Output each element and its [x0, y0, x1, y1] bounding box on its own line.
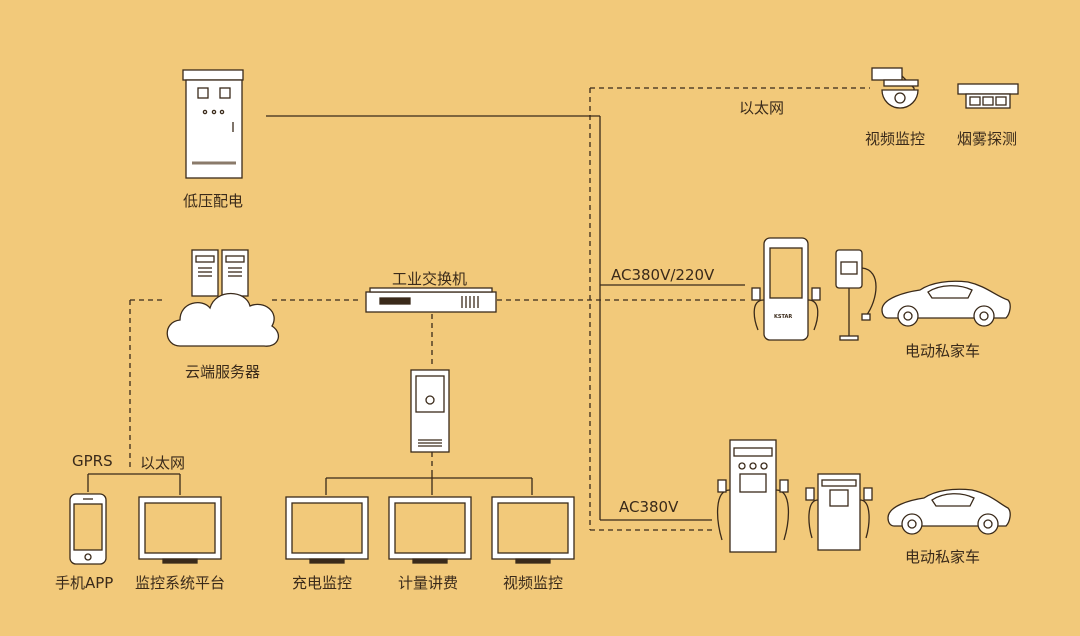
- charging-cabinet-icon: [716, 439, 790, 553]
- charger-brand-logo: KSTAR: [774, 314, 792, 320]
- label-monitor-platform: 监控系统平台: [135, 574, 226, 592]
- monitor-platform-icon: [138, 496, 222, 564]
- label-ac-380: AC380V: [619, 498, 679, 516]
- wallbox-charger-icon: [835, 249, 877, 341]
- label-low-voltage: 低压配电: [183, 192, 244, 210]
- connection-lines: [87, 87, 870, 531]
- label-smoke-detector: 烟雾探测: [957, 130, 1018, 148]
- ev-car-1-icon: [881, 280, 1011, 327]
- monitor-video-icon: [491, 496, 575, 564]
- low-voltage-cabinet-icon: [182, 69, 244, 179]
- smoke-detector-icon: [957, 83, 1019, 109]
- ev-car-2-icon: [887, 488, 1011, 535]
- label-ev-car-1: 电动私家车: [905, 342, 981, 360]
- label-gprs: GPRS: [72, 452, 113, 470]
- label-charge-monitor: 充电监控: [292, 574, 353, 592]
- label-cloud-server: 云端服务器: [185, 363, 261, 381]
- label-video-monitor: 视频监控: [503, 574, 564, 592]
- dome-camera-icon: [871, 67, 919, 109]
- label-switch: 工业交换机: [392, 270, 468, 288]
- label-ac-380-220: AC380V/220V: [611, 266, 715, 284]
- host-computer-icon: [410, 369, 450, 453]
- label-video-camera: 视频监控: [865, 130, 926, 148]
- label-metering: 计量讲费: [398, 574, 459, 592]
- label-mobile-app: 手机APP: [55, 574, 114, 592]
- monitor-charge-icon: [285, 496, 369, 564]
- charging-pile-2-icon: [805, 473, 873, 551]
- cloud-server-icon: [166, 249, 280, 347]
- label-ethernet-top: 以太网: [739, 99, 785, 117]
- label-ev-car-2: 电动私家车: [905, 548, 981, 566]
- label-ethernet-left: 以太网: [140, 454, 186, 472]
- charging-pile-1-icon: [751, 237, 821, 341]
- phone-icon: [69, 493, 107, 565]
- industrial-switch-icon: [365, 287, 497, 313]
- monitor-metering-icon: [388, 496, 472, 564]
